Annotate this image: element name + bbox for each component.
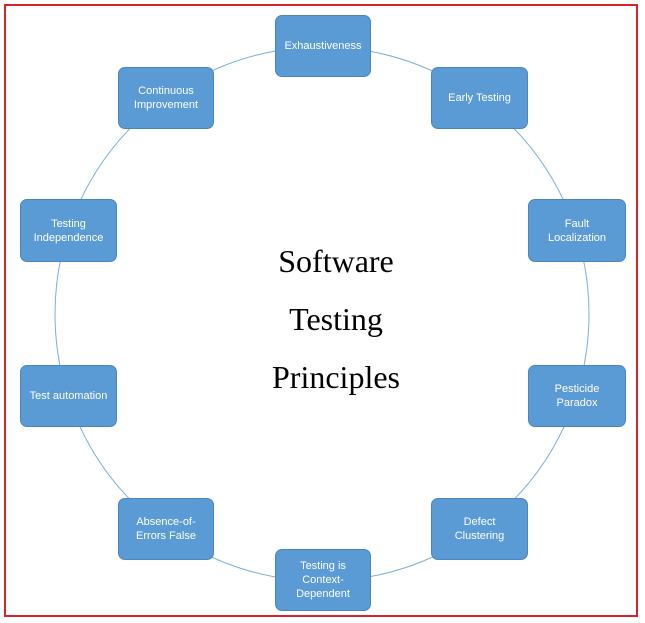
node-testing-independence: Testing Independence xyxy=(20,199,117,262)
diagram-frame xyxy=(4,4,638,617)
node-fault-localization: Fault Localization xyxy=(528,199,626,262)
node-early-testing: Early Testing xyxy=(431,67,528,129)
node-testing-context-dependent: Testing is Context- Dependent xyxy=(275,549,371,611)
node-absence-of-errors-false: Absence-of- Errors False xyxy=(118,498,214,560)
node-defect-clustering: Defect Clustering xyxy=(431,498,528,560)
title-line-3: Principles xyxy=(272,359,400,395)
diagram-title: Software Testing Principles xyxy=(216,238,456,412)
node-pesticide-paradox: Pesticide Paradox xyxy=(528,365,626,427)
node-continuous-improvement: Continuous Improvement xyxy=(118,67,214,129)
title-line-2: Testing xyxy=(289,301,383,337)
title-line-1: Software xyxy=(278,243,394,279)
node-exhaustiveness: Exhaustiveness xyxy=(275,15,371,77)
node-test-automation: Test automation xyxy=(20,365,117,427)
